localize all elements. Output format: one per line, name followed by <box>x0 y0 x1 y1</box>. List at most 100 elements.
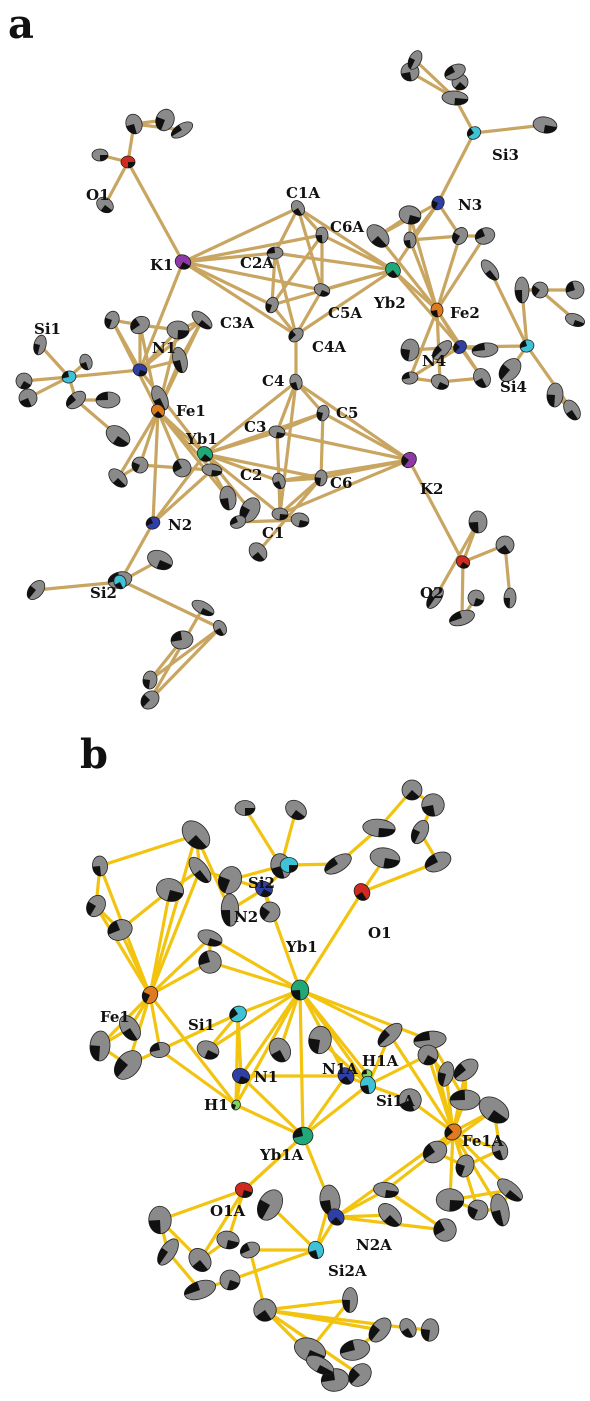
bond <box>426 1053 455 1134</box>
carbon-atom <box>400 338 420 362</box>
bond <box>203 430 279 456</box>
bond <box>181 233 324 264</box>
atom-Fe2 <box>430 302 444 318</box>
bond <box>384 1188 447 1232</box>
carbon-atom <box>324 853 352 875</box>
atom-N3 <box>431 195 445 211</box>
atom-N2A <box>327 1208 345 1226</box>
carbon-atom <box>92 855 108 877</box>
carbon-atom <box>468 510 488 534</box>
carbon-atom <box>79 353 93 371</box>
bond <box>275 430 411 462</box>
carbon-atom <box>398 205 422 225</box>
carbon-atom <box>91 148 109 162</box>
carbon-atom <box>95 391 121 409</box>
atom-Yb1 <box>196 446 214 462</box>
atom-C6A <box>315 226 329 244</box>
bond <box>298 988 305 1138</box>
atom-label: O1A <box>210 1202 246 1220</box>
atom-label: Fe1 <box>100 1008 130 1026</box>
panel-letter-a: a <box>8 1 34 48</box>
carbon-atom <box>401 371 419 385</box>
atom-label: Yb1 <box>185 430 218 448</box>
bond <box>270 268 395 307</box>
bond <box>156 409 230 500</box>
bond <box>228 1248 318 1282</box>
atom-label: Fe2 <box>450 304 480 322</box>
atom-label: N2 <box>168 516 192 534</box>
carbon-atom <box>426 587 444 609</box>
carbon-atom <box>220 893 240 927</box>
bond <box>296 206 324 292</box>
atom-K2 <box>401 451 417 469</box>
carbon-atom <box>198 950 222 974</box>
carbon-atom <box>65 390 87 410</box>
carbon-atom <box>131 456 149 474</box>
carbon-atom <box>377 1022 403 1048</box>
bond <box>263 1298 352 1312</box>
bond <box>148 888 172 997</box>
carbon-atom <box>433 1218 457 1242</box>
carbon-atom <box>140 690 160 710</box>
carbon-atom <box>473 368 491 388</box>
atom-label: N1A <box>322 1060 358 1078</box>
carbon-atom <box>420 1318 440 1342</box>
bond <box>278 458 411 516</box>
bond <box>208 960 302 992</box>
bond <box>181 251 277 264</box>
carbon-atom <box>498 358 522 382</box>
carbon-atom <box>96 196 114 214</box>
bond <box>151 409 160 525</box>
carbon-atom <box>216 1230 240 1250</box>
carbon-atom <box>188 1248 212 1272</box>
bond <box>294 380 411 462</box>
carbon-atom <box>399 1318 417 1338</box>
carbon-atom <box>172 458 192 478</box>
bond <box>158 1048 238 1107</box>
carbon-atom <box>424 851 452 873</box>
carbon-atom <box>26 579 46 601</box>
panel-letter-b: b <box>80 731 108 778</box>
carbon-atom <box>514 276 530 304</box>
atom-label: Yb1A <box>259 1146 304 1164</box>
carbon-atom <box>452 227 468 245</box>
carbon-atom <box>181 820 211 850</box>
bond <box>206 988 302 1052</box>
carbon-atom <box>104 310 120 330</box>
atom-K1 <box>174 254 192 270</box>
atom-N2 <box>145 516 161 530</box>
bond <box>256 476 323 554</box>
carbon-atom <box>197 929 223 947</box>
bond <box>103 160 130 207</box>
carbon-atom <box>256 1189 284 1221</box>
carbon-atom <box>449 1089 481 1111</box>
carbon-atom <box>149 1041 171 1059</box>
carbon-atom <box>339 1339 371 1361</box>
atom-C5A <box>313 283 331 297</box>
bond <box>301 1074 348 1138</box>
atom-label: O1 <box>368 924 392 942</box>
bond <box>294 288 324 337</box>
atom-label: C1A <box>286 184 320 202</box>
atom-label: Yb1 <box>285 938 318 956</box>
carbon-atom <box>86 894 106 918</box>
atom-C2A <box>266 246 284 260</box>
carbon-atom <box>308 1025 332 1055</box>
bond <box>138 409 160 467</box>
bond <box>270 251 277 307</box>
bond <box>138 318 204 372</box>
atom-O2 <box>455 555 471 569</box>
atom-Fe1 <box>141 986 159 1004</box>
bond <box>435 234 462 312</box>
carbon-atom <box>130 315 150 335</box>
bond <box>376 234 439 312</box>
atom-Fe1 <box>151 404 165 418</box>
atom-label: Si1A <box>376 1092 415 1110</box>
atom-N1 <box>132 363 148 377</box>
bond <box>181 260 324 292</box>
bond <box>181 206 300 264</box>
carbon-atom <box>368 1317 392 1343</box>
carbon-atom <box>435 1188 465 1212</box>
bond <box>98 833 198 868</box>
